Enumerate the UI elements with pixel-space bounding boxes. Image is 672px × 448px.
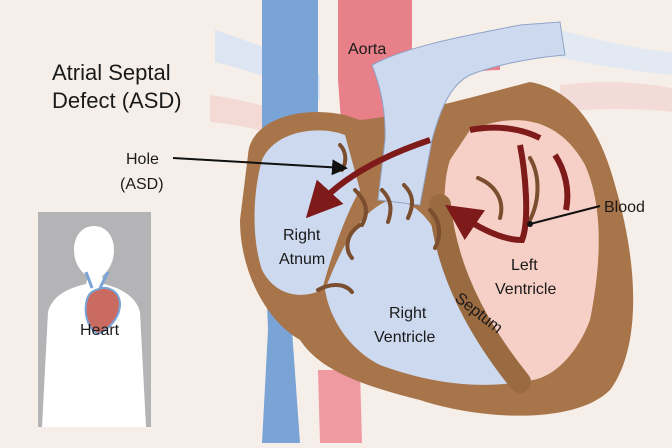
hole-label-line-2: (ASD) [120, 176, 164, 193]
title-line-2: Defect (ASD) [52, 88, 182, 113]
right-atrium-label-line-2: Atnum [279, 251, 325, 268]
left-ventricle-label-line-2: Ventricle [495, 281, 556, 298]
blood-label: Blood [604, 199, 645, 216]
aorta-label: Aorta [348, 41, 386, 58]
descending-aorta [318, 370, 362, 443]
right-atrium-label-line-1: Right [283, 227, 321, 244]
blood-pointer-dot [527, 221, 533, 227]
inset-heart-location [38, 212, 151, 427]
left-ventricle-label-line-1: Left [511, 257, 538, 274]
hole-label-line-1: Hole [126, 151, 159, 168]
right-ventricle-label-line-1: Right [389, 305, 427, 322]
title-line-1: Atrial Septal [52, 60, 171, 85]
heart-inset-label: Heart [80, 322, 120, 339]
background-vessel-red-right [560, 82, 672, 112]
right-ventricle-label-line-2: Ventricle [374, 329, 435, 346]
